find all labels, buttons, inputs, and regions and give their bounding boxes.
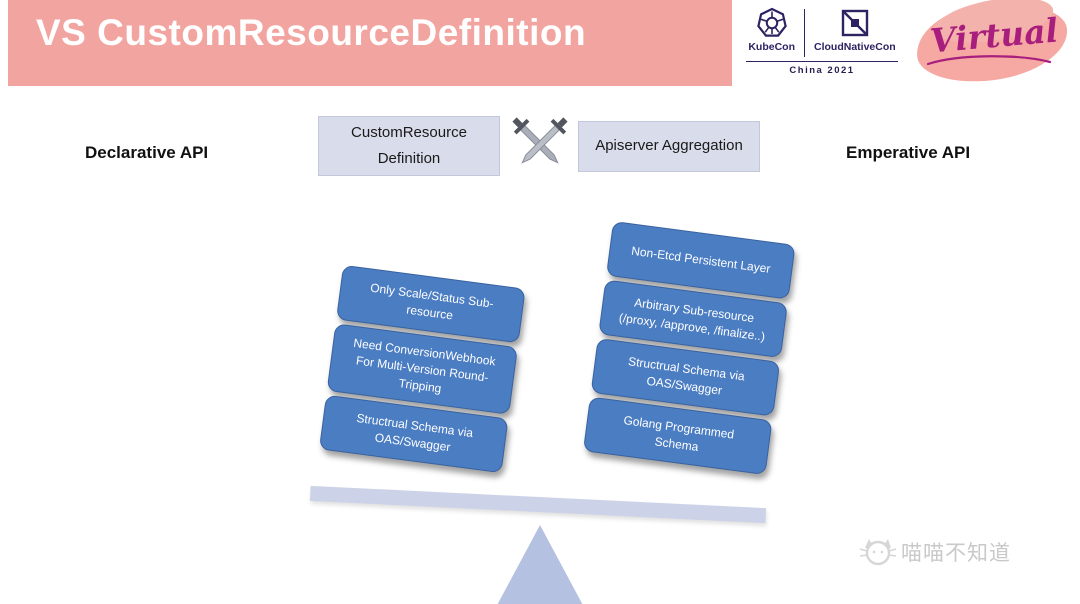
watermark: 喵喵不知道 [860,536,1011,568]
lockup-rule [746,61,898,62]
cloudnativecon-label: CloudNativeCon [814,41,896,53]
virtual-logo: Virtual [911,0,1073,89]
kubecon-label: KubeCon [748,41,795,53]
kubernetes-helm-icon [756,7,787,37]
cloudnativecon-logo: CloudNativeCon [814,7,896,53]
event-logo-lockup: KubeCon CloudNativeCon China 2021 [732,0,912,76]
page-title: VS CustomResourceDefinition [36,12,587,53]
balance-fulcrum [495,525,585,604]
logo-divider [804,9,805,57]
event-edition-label: China 2021 [789,65,855,76]
emperative-api-label: Emperative API [846,143,971,162]
cncf-icon [841,9,869,37]
event-logo-panel: KubeCon CloudNativeCon China 2021 [732,0,1073,89]
aggregation-card-stack: Non-Etcd Persistent Layer Arbitrary Sub-… [582,221,796,479]
kubecon-logo: KubeCon [748,7,795,53]
declarative-api-label: Declarative API [85,143,209,162]
apiserver-aggregation-box: Apiserver Aggregation [578,121,760,172]
crd-card-stack: Only Scale/Status Sub-resource Need Conv… [318,264,526,478]
cat-icon [860,539,896,566]
crd-box: CustomResource Definition [318,116,500,176]
crossed-swords-icon [512,117,568,164]
virtual-swoosh-icon [926,55,1052,66]
slide-header: VS CustomResourceDefinition [8,0,1073,89]
watermark-text: 喵喵不知道 [901,542,1011,565]
balance-beam [309,485,767,524]
